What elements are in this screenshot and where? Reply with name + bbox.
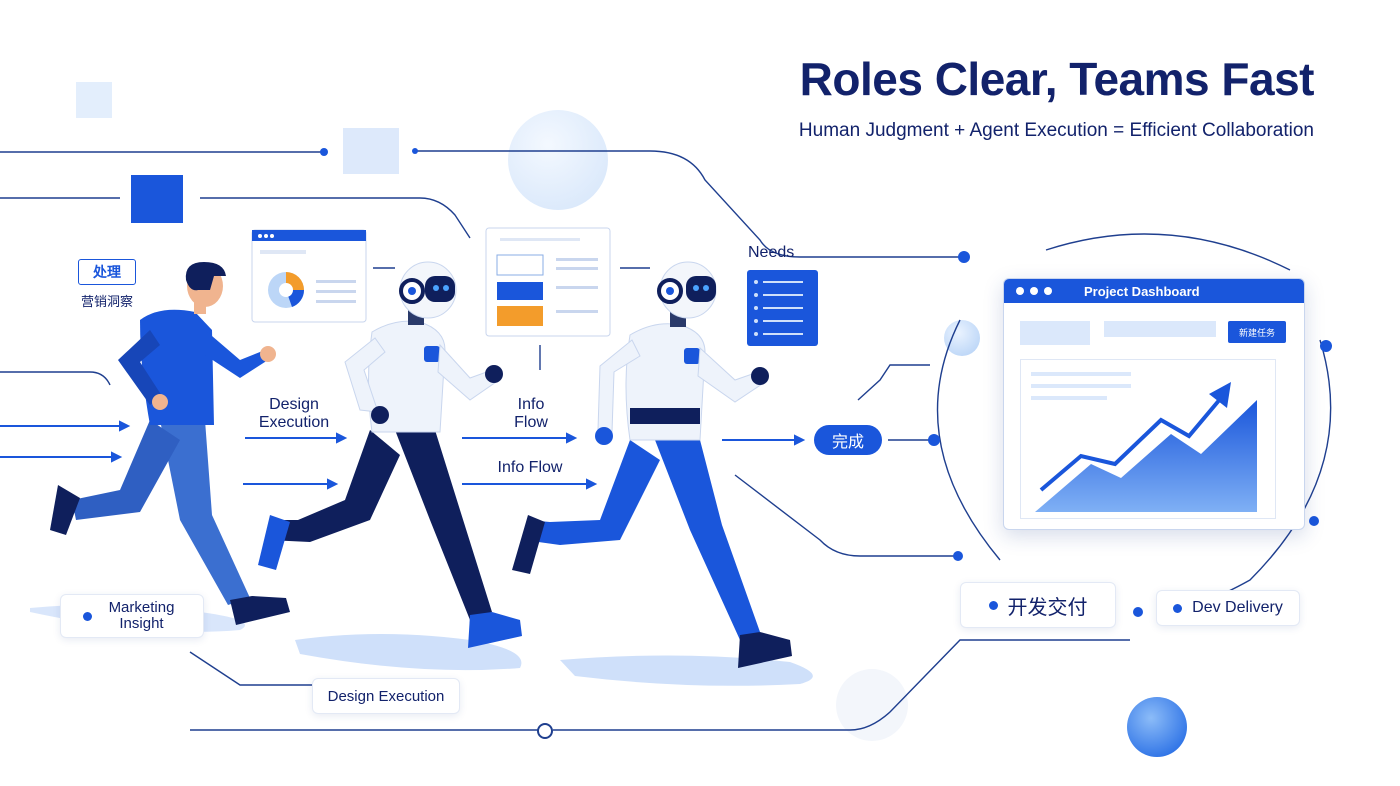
- timeline-node: [537, 723, 553, 739]
- dashboard-placeholder-block: [1020, 321, 1090, 345]
- network-lines: [0, 150, 1332, 731]
- deco-bubble: [508, 110, 608, 210]
- window-dot: [1030, 287, 1038, 295]
- dev-delivery-zh-tag: 开发交付: [960, 582, 1116, 628]
- deco-square: [76, 82, 112, 118]
- task-card-label: 营销洞察: [80, 295, 133, 310]
- trend-chart: [1031, 372, 1257, 512]
- design-execution-tag: Design Execution: [312, 678, 460, 714]
- info-flow-label-lower: Info Flow: [497, 459, 563, 476]
- network-nodes: [320, 148, 1332, 617]
- task-card-tag: 处理: [78, 259, 136, 285]
- done-badge: 完成: [814, 425, 882, 455]
- task-card: 处理 营销洞察: [74, 255, 140, 319]
- deco-bubble: [944, 320, 980, 356]
- dev-delivery-tag: Dev Delivery: [1156, 590, 1300, 626]
- deco-bubble: [1127, 697, 1187, 757]
- design-execution-label: Design Execution: [258, 396, 330, 431]
- status-dot: [82, 611, 92, 621]
- dashboard-title: Project Dashboard: [1084, 283, 1200, 299]
- info-card: [485, 227, 611, 337]
- dev-delivery-zh-text: 开发交付: [1007, 594, 1088, 619]
- window-dot: [1044, 287, 1052, 295]
- dashboard-action-label: 新建任务: [1238, 328, 1275, 339]
- info-flow-label-upper: Info Flow: [514, 396, 548, 431]
- robot-runner-1: [258, 261, 522, 648]
- dashboard-action-button[interactable]: 新建任务: [1228, 321, 1286, 343]
- needs-label: Needs: [748, 244, 795, 261]
- robot-runner-2: [512, 261, 792, 668]
- design-execution-text: Design Execution: [327, 687, 445, 705]
- dashboard-chart-panel: [1020, 359, 1276, 519]
- deco-square: [343, 128, 399, 174]
- dashboard-placeholder-bar: [1104, 321, 1216, 337]
- dashboard-titlebar: Project Dashboard: [1004, 279, 1304, 303]
- deco-bubble: [836, 669, 908, 741]
- human-runner: [50, 262, 290, 625]
- pie-chart-card: [251, 229, 367, 323]
- trend-line: [1039, 396, 1223, 492]
- project-dashboard-window: Project Dashboard 新建任务: [1003, 278, 1305, 530]
- needs-card: [747, 270, 818, 346]
- deco-square: [131, 175, 183, 223]
- window-dot: [1016, 287, 1024, 295]
- trend-arrowhead: [1209, 382, 1231, 408]
- trend-area: [1035, 400, 1257, 512]
- page-title: Roles Clear, Teams Fast: [799, 53, 1315, 105]
- marketing-insight-tag: Marketing Insight: [60, 594, 204, 638]
- status-dot: [988, 600, 998, 610]
- status-dot: [1173, 603, 1183, 613]
- page-subtitle: Human Judgment + Agent Execution = Effic…: [798, 120, 1314, 141]
- flow-arrows: [0, 420, 806, 490]
- marketing-insight-text: Marketing Insight: [108, 599, 175, 632]
- dev-delivery-text: Dev Delivery: [1192, 599, 1283, 616]
